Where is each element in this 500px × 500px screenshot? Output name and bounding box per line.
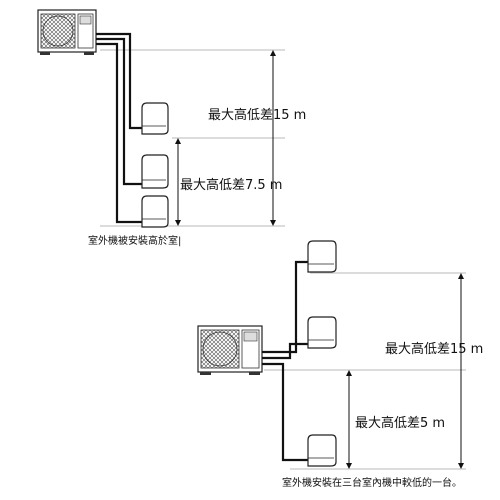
top-caption: 室外機被安裝高於室| — [88, 234, 181, 247]
top-diagram: 最大高低差15 m 最大高低差7.5 m 室外機被安裝高於室| — [37, 9, 306, 247]
bottom-indoor-unit-3 — [307, 434, 337, 467]
top-indoor-unit-2 — [141, 154, 169, 189]
bottom-pipe-1 — [262, 260, 308, 354]
bottom-pipe-2 — [262, 342, 308, 360]
top-label-total: 最大高低差15 m — [208, 107, 306, 123]
top-indoor-unit-1 — [141, 102, 169, 135]
top-pipe-1 — [96, 32, 142, 130]
bottom-diagram: 最大高低差15 m 最大高低差5 m 室外機安裝在三台室內機中較低的一台。 — [197, 240, 483, 489]
bottom-label-total: 最大高低差15 m — [385, 341, 483, 357]
top-indoor-unit-3 — [141, 195, 169, 228]
top-pipe-2 — [96, 37, 142, 186]
bottom-indoor-unit-1 — [307, 240, 337, 273]
top-pipe-3 — [96, 42, 142, 224]
bottom-label-partial: 最大高低差5 m — [355, 415, 445, 431]
top-outdoor-unit — [37, 9, 97, 55]
bottom-pipe-3 — [262, 362, 308, 462]
bottom-caption: 室外機安裝在三台室內機中較低的一台。 — [282, 476, 462, 489]
top-label-partial: 最大高低差7.5 m — [180, 177, 282, 193]
bottom-outdoor-unit — [197, 325, 263, 375]
bottom-indoor-unit-2 — [307, 316, 337, 349]
